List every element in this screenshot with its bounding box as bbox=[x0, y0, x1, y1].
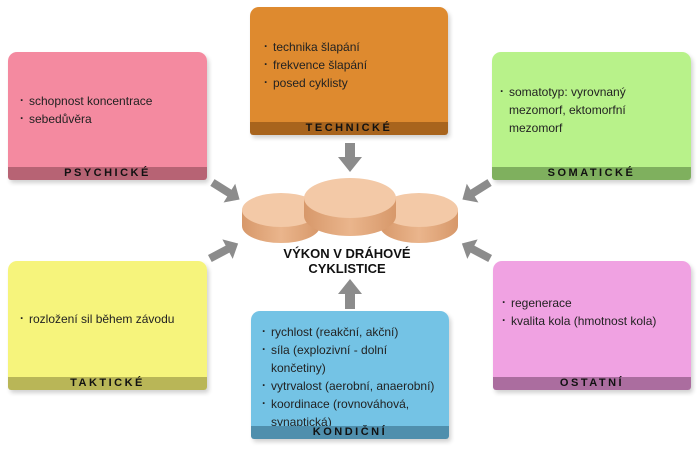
center-title-line2: CYKLISTICE bbox=[308, 261, 386, 276]
center-title-line1: VÝKON V DRÁHOVÉ bbox=[283, 246, 411, 261]
arrow-down-right-icon bbox=[210, 179, 240, 203]
list-item: koordinace (rovnováhová, synaptická) bbox=[262, 394, 444, 431]
box-takticke: rozložení sil během závodu TAKTICKÉ bbox=[8, 261, 207, 390]
box-ostatni-body: regenerace kvalita kola (hmotnost kola) bbox=[493, 261, 691, 377]
list-item: sebedůvěra bbox=[20, 109, 152, 128]
box-somaticke-title: SOMATICKÉ bbox=[492, 167, 691, 180]
arrow-down-icon bbox=[338, 143, 362, 172]
disc-middle bbox=[304, 178, 396, 236]
disc-left bbox=[242, 193, 320, 243]
box-takticke-body: rozložení sil během závodu bbox=[8, 261, 207, 377]
list-item: rozložení sil během závodu bbox=[20, 309, 174, 328]
box-ostatni-title: OSTATNÍ bbox=[493, 377, 691, 390]
box-takticke-title: TAKTICKÉ bbox=[8, 377, 207, 390]
box-psychicke: schopnost koncentrace sebedůvěra PSYCHIC… bbox=[8, 52, 207, 180]
list-item: vytrvalost (aerobní, anaerobní) bbox=[262, 376, 444, 395]
box-somaticke-body: somatotyp: vyrovnaný mezomorf, ektomorfn… bbox=[492, 52, 691, 167]
center-title: VÝKON V DRÁHOVÉ CYKLISTICE bbox=[262, 246, 432, 276]
box-technicke-body: technika šlapání frekvence šlapání posed… bbox=[250, 7, 448, 122]
list-item: schopnost koncentrace bbox=[20, 91, 152, 110]
disc-right bbox=[380, 193, 458, 243]
list-item: technika šlapání bbox=[264, 37, 367, 56]
box-technicke: technika šlapání frekvence šlapání posed… bbox=[250, 7, 448, 135]
box-somaticke: somatotyp: vyrovnaný mezomorf, ektomorfn… bbox=[492, 52, 691, 180]
arrow-up-right-icon bbox=[207, 239, 239, 263]
box-psychicke-list: schopnost koncentrace sebedůvěra bbox=[20, 91, 152, 128]
box-takticke-list: rozložení sil během závodu bbox=[20, 309, 174, 328]
box-psychicke-body: schopnost koncentrace sebedůvěra bbox=[8, 52, 207, 167]
list-item: frekvence šlapání bbox=[264, 55, 367, 74]
box-kondicni-title: KONDIČNÍ bbox=[251, 426, 449, 439]
list-item: síla (explozivní - dolní končetiny) bbox=[262, 340, 444, 377]
box-ostatni-list: regenerace kvalita kola (hmotnost kola) bbox=[502, 293, 656, 330]
box-somaticke-list: somatotyp: vyrovnaný mezomorf, ektomorfn… bbox=[500, 82, 676, 137]
box-technicke-title: TECHNICKÉ bbox=[250, 122, 448, 135]
list-item: somatotyp: vyrovnaný mezomorf, ektomorfn… bbox=[500, 82, 676, 137]
box-kondicni-body: rychlost (reakční, akční) síla (exploziv… bbox=[251, 311, 449, 429]
arrow-down-left-icon bbox=[462, 179, 492, 203]
box-kondicni-list: rychlost (reakční, akční) síla (exploziv… bbox=[262, 322, 444, 431]
box-kondicni: rychlost (reakční, akční) síla (exploziv… bbox=[251, 311, 449, 439]
list-item: kvalita kola (hmotnost kola) bbox=[502, 311, 656, 330]
center-discs bbox=[242, 178, 458, 243]
arrow-up-left-icon bbox=[461, 239, 493, 263]
box-ostatni: regenerace kvalita kola (hmotnost kola) … bbox=[493, 261, 691, 390]
list-item: posed cyklisty bbox=[264, 73, 367, 92]
list-item: regenerace bbox=[502, 293, 656, 312]
box-technicke-list: technika šlapání frekvence šlapání posed… bbox=[264, 37, 367, 92]
box-psychicke-title: PSYCHICKÉ bbox=[8, 167, 207, 180]
list-item: rychlost (reakční, akční) bbox=[262, 322, 444, 341]
arrow-up-icon bbox=[338, 279, 362, 309]
